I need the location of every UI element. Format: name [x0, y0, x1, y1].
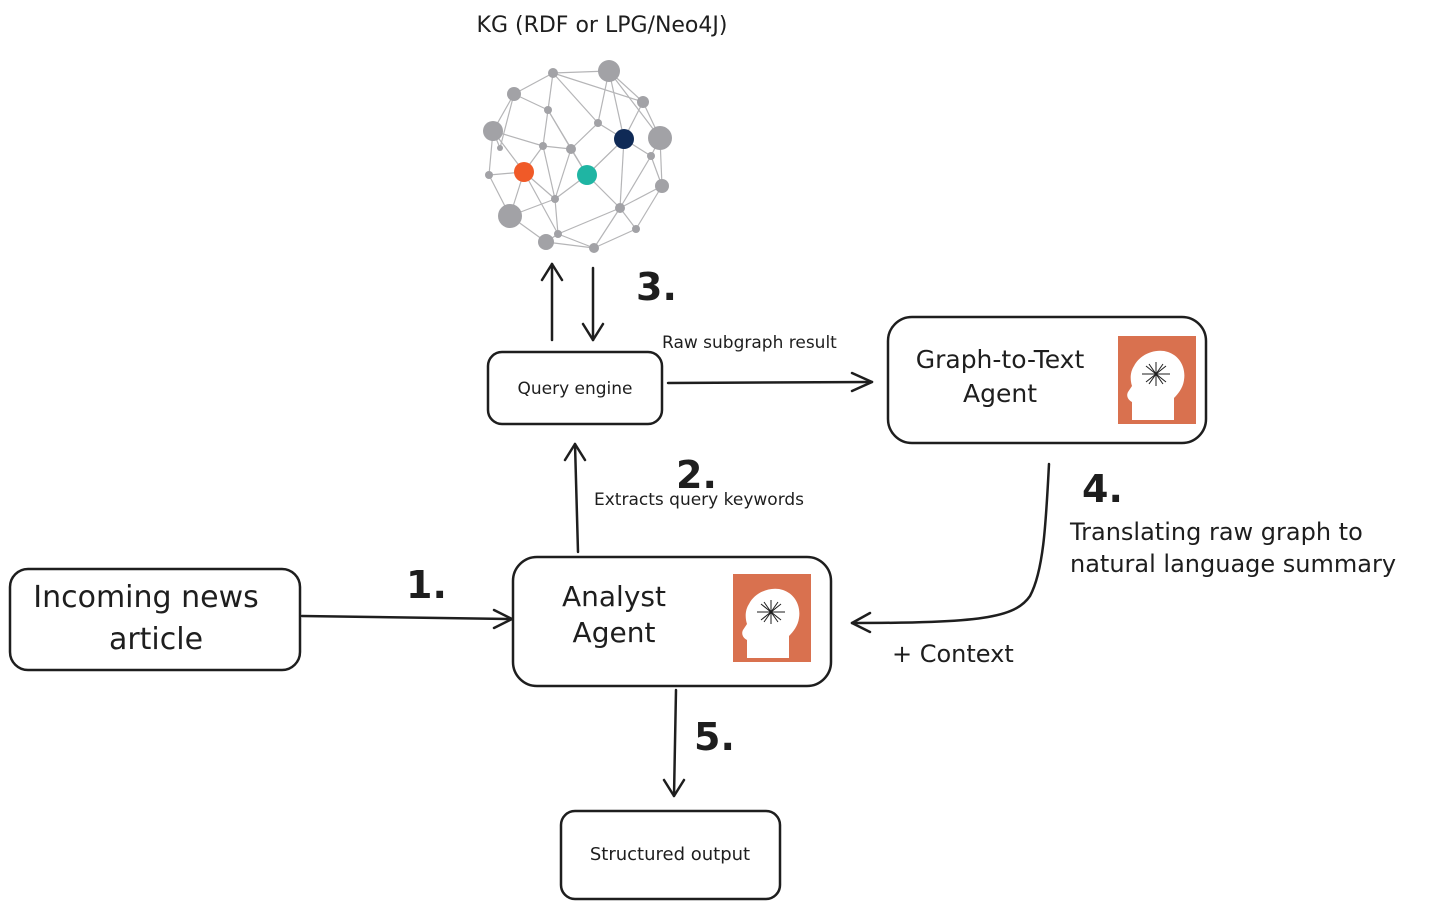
kg-node-highlight-orange — [514, 162, 534, 182]
arrow-graph-to-text-to-analyst — [850, 462, 1051, 625]
head-with-sparkle-icon — [1118, 336, 1196, 424]
kg-node — [655, 179, 669, 193]
structured-output-node[interactable]: Structured output — [559, 809, 782, 901]
kg-node — [498, 204, 522, 228]
kg-title: KG (RDF or LPG/Neo4J) — [477, 13, 728, 38]
kg-node — [647, 152, 655, 160]
kg-edge — [542, 145, 556, 200]
arrowhead-query-to-kg — [540, 262, 564, 282]
kg-edge — [554, 198, 559, 235]
kg-node — [485, 171, 493, 179]
kg-node — [637, 96, 649, 108]
kg-edge — [547, 109, 588, 176]
kg-node — [566, 144, 576, 154]
head-with-sparkle-icon — [733, 574, 811, 662]
kg-edge — [619, 185, 663, 209]
kg-edge — [608, 70, 625, 140]
kg-node-highlight-teal — [577, 165, 597, 185]
kg-edge — [523, 171, 559, 235]
extracts-keywords-label: Extracts query keywords — [594, 490, 804, 510]
analyst-agent-title: Analyst — [562, 580, 666, 613]
arrow-analyst-to-output — [672, 688, 678, 798]
analyst-agent-subtitle: Agent — [573, 616, 656, 649]
arrow-incoming-to-analyst — [300, 614, 514, 621]
kg-edge — [545, 241, 595, 249]
kg-node-highlight-navy — [614, 129, 634, 149]
step-1-label: 1. — [406, 563, 447, 607]
graph-to-text-subtitle: Agent — [963, 379, 1037, 408]
arrowhead-graph-to-text-to-analyst — [850, 611, 872, 634]
kg-edge — [552, 72, 644, 103]
kg-edge — [499, 93, 515, 149]
structured-output-box — [559, 809, 782, 901]
arrow-analyst-to-query — [573, 442, 580, 554]
step-2-label: 2. — [676, 453, 717, 497]
kg-edge — [593, 207, 621, 249]
arrowhead-kg-to-query — [581, 322, 605, 342]
structured-output-label: Structured output — [590, 844, 750, 865]
kg-node — [548, 68, 558, 78]
step-3-label: 3. — [636, 265, 677, 309]
kg-edge — [557, 233, 595, 249]
analyst-agent-node[interactable]: Analyst Agent — [511, 555, 833, 688]
kg-edge — [593, 228, 637, 249]
kg-edge — [570, 122, 599, 150]
translating-line-2: natural language summary — [1070, 550, 1396, 578]
kg-edge — [635, 185, 663, 230]
kg-edge — [552, 72, 599, 124]
kg-edge — [542, 109, 549, 147]
step-5-label: 5. — [694, 715, 735, 759]
query-engine-label: Query engine — [517, 379, 632, 399]
kg-edge — [619, 155, 652, 209]
kg-edge — [513, 72, 554, 95]
kg-node — [615, 203, 625, 213]
sparkle-icon — [757, 600, 785, 624]
arrowhead-query-to-graph-to-text — [850, 371, 874, 393]
arrowhead-analyst-to-query — [563, 442, 587, 462]
step-4-label: 4. — [1082, 467, 1123, 511]
kg-edge — [554, 148, 572, 200]
kg-node — [648, 126, 672, 150]
kg-edge — [547, 72, 554, 111]
kg-node — [594, 119, 602, 127]
context-label: + Context — [892, 640, 1014, 668]
kg-edge — [557, 207, 621, 235]
kg-node — [589, 243, 599, 253]
arrow-query-to-graph-to-text — [666, 380, 874, 385]
incoming-article-node[interactable]: Incoming news article — [8, 567, 302, 672]
kg-edge — [619, 138, 625, 209]
query-engine-node[interactable]: Query engine — [486, 350, 664, 426]
kg-node — [497, 145, 503, 151]
kg-node — [598, 60, 620, 82]
kg-node — [544, 106, 552, 114]
kg-edge — [608, 70, 661, 139]
query-engine-box — [486, 350, 664, 426]
kg-node — [483, 121, 503, 141]
graph-to-text-agent-node[interactable]: Graph-to-Text Agent — [886, 315, 1208, 445]
kg-node — [551, 195, 559, 203]
kg-node — [538, 234, 554, 250]
kg-node — [554, 230, 562, 238]
kg-node — [507, 87, 521, 101]
incoming-article-line-1: Incoming news — [33, 580, 259, 615]
incoming-article-line-2: article — [109, 622, 203, 657]
incoming-article-box — [8, 567, 302, 672]
arrowhead-analyst-to-output — [662, 778, 686, 798]
graph-to-text-title: Graph-to-Text — [916, 345, 1085, 374]
knowledge-graph-nodes — [483, 60, 672, 253]
sparkle-icon — [1142, 362, 1170, 386]
kg-node — [632, 225, 640, 233]
kg-node — [539, 142, 547, 150]
raw-subgraph-label: Raw subgraph result — [662, 333, 837, 353]
knowledge-graph-illustration — [483, 60, 672, 253]
translating-line-1: Translating raw graph to — [1069, 518, 1363, 546]
